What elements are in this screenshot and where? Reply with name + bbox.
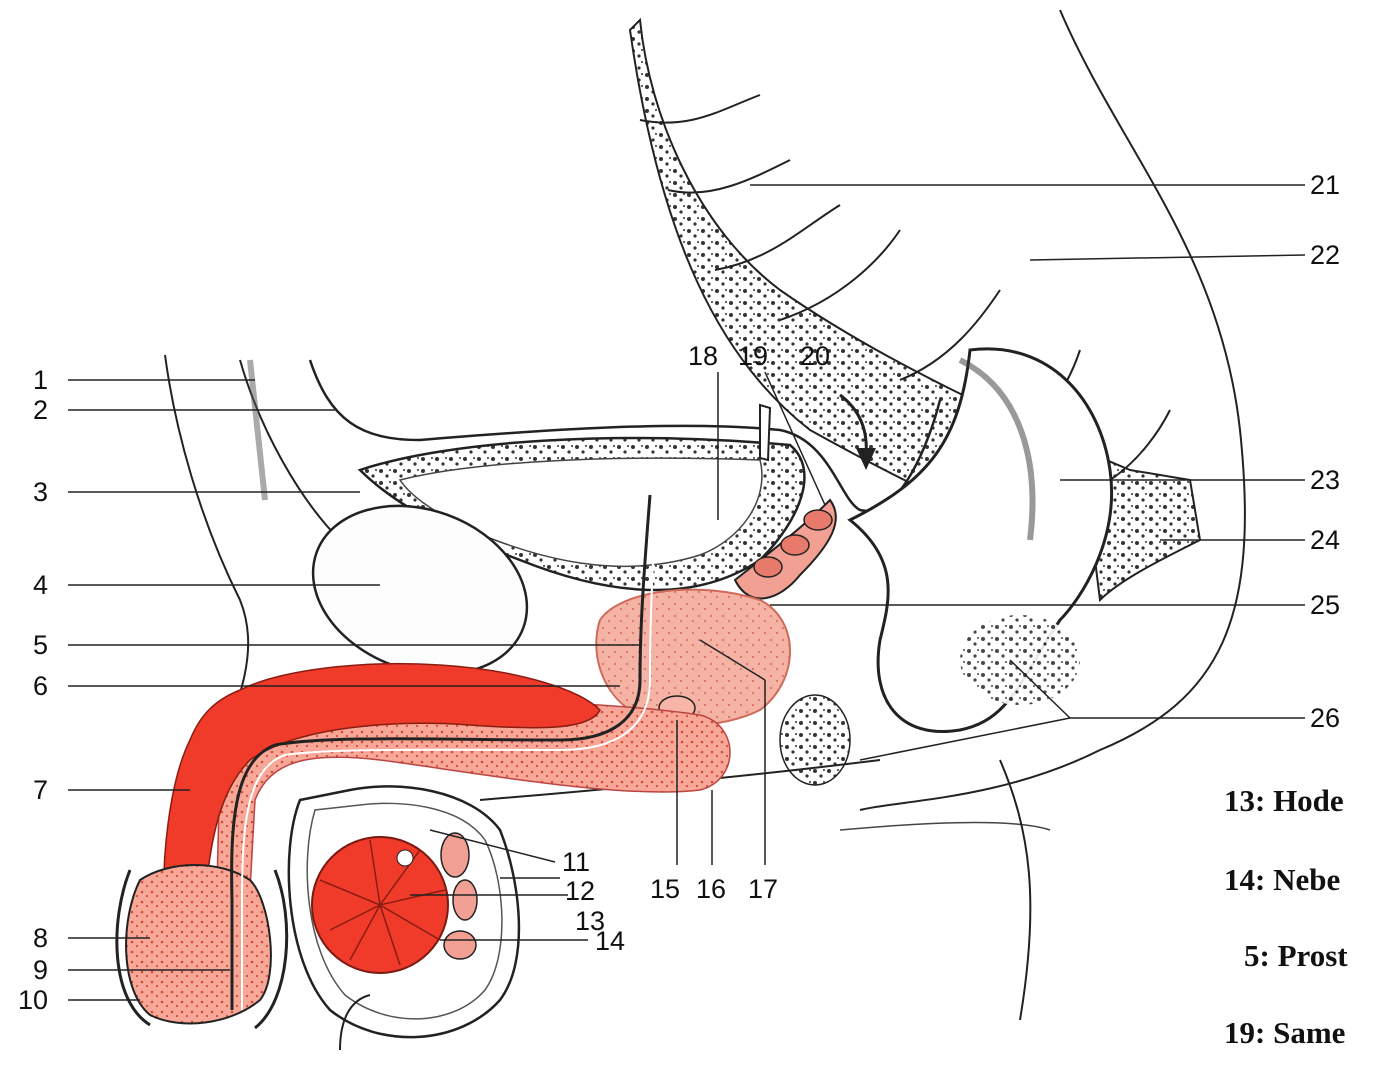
label-21: 21 (1310, 170, 1340, 200)
label-24: 24 (1310, 525, 1340, 555)
label-12: 12 (565, 876, 595, 906)
label-14: 14 (595, 926, 625, 956)
label-6: 6 (33, 671, 48, 701)
label-7: 7 (33, 775, 48, 805)
label-8: 8 (33, 923, 48, 953)
label-19: 19 (738, 341, 768, 371)
testis (312, 837, 448, 973)
label-23: 23 (1310, 465, 1340, 495)
legend-entry-prostate: 5: Prost (1244, 938, 1348, 974)
label-11: 11 (562, 847, 590, 877)
label-15: 15 (650, 874, 680, 904)
label-25: 25 (1310, 590, 1340, 620)
legend-entry-epididymis: 14: Nebe (1224, 862, 1340, 898)
label-10: 10 (18, 985, 48, 1015)
glans (126, 865, 271, 1023)
label-4: 4 (33, 570, 48, 600)
label-3: 3 (33, 477, 48, 507)
label-22: 22 (1310, 240, 1340, 270)
label-1: 1 (33, 365, 48, 395)
label-26: 26 (1310, 703, 1340, 733)
label-18: 18 (688, 341, 718, 371)
label-17: 17 (748, 874, 778, 904)
legend-entry-testis: 13: Hode (1224, 783, 1344, 819)
label-20: 20 (800, 341, 830, 371)
legend-entry-seminal-vesicle: 19: Same (1224, 1015, 1345, 1051)
label-9: 9 (33, 955, 48, 985)
label-5: 5 (33, 630, 48, 660)
label-2: 2 (33, 395, 48, 425)
label-16: 16 (696, 874, 726, 904)
